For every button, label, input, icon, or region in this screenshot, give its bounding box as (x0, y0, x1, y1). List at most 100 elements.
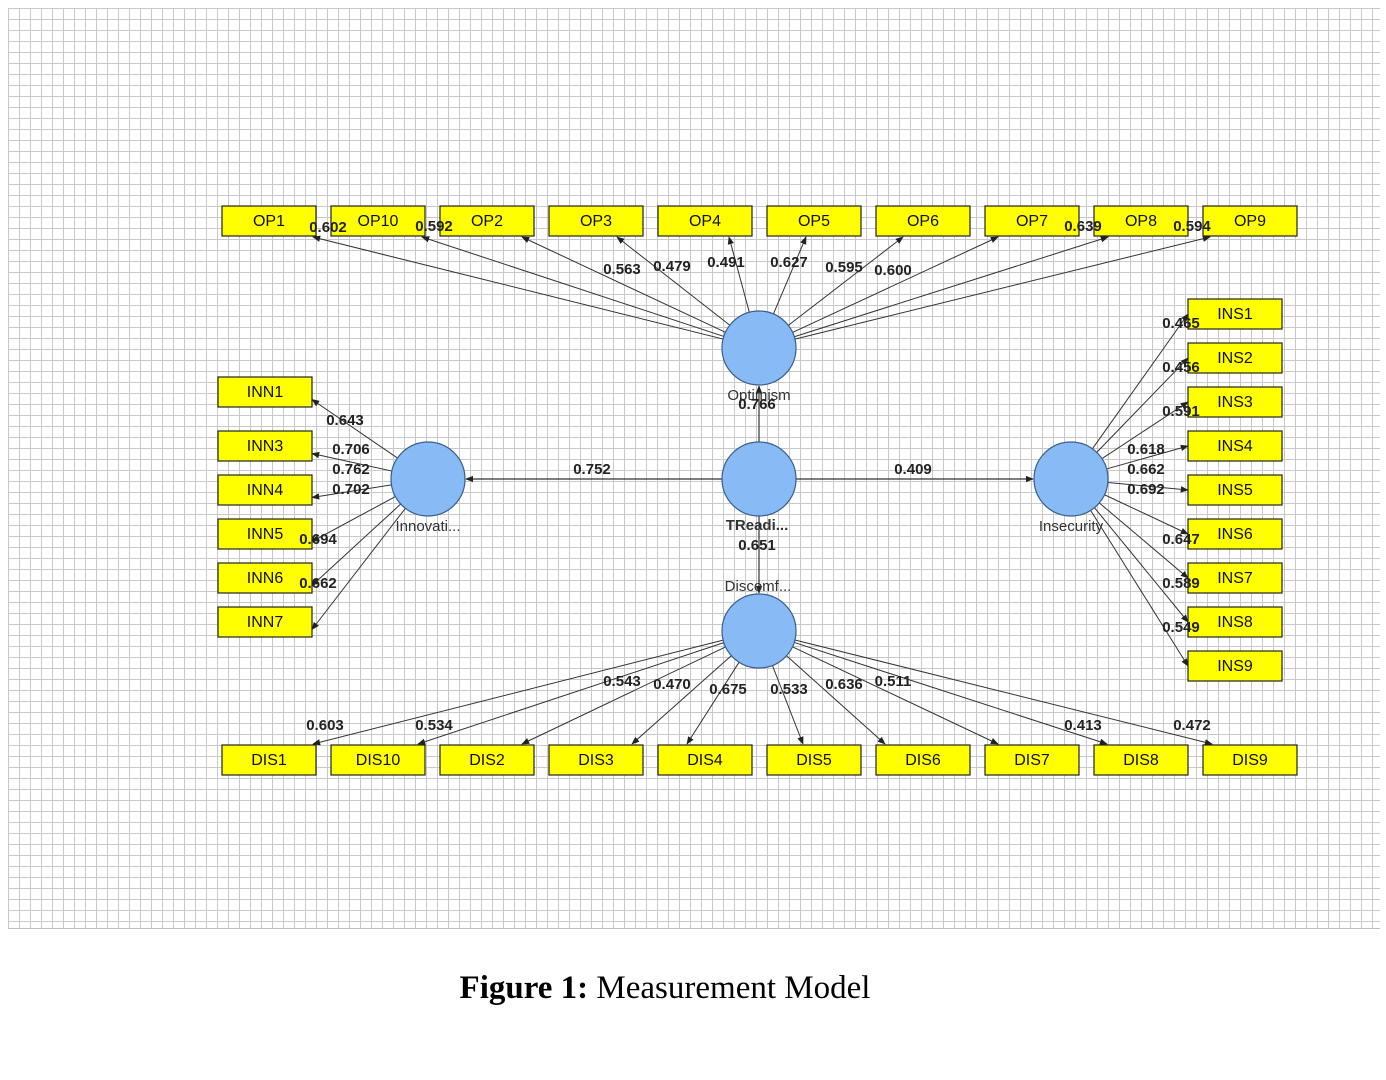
indicator-label-dis1: DIS1 (251, 752, 287, 769)
loading-arrow-op1 (312, 235, 724, 340)
loading-arrow-inn3 (311, 451, 392, 472)
indicator-label-op6: OP6 (907, 213, 939, 230)
loading-arrow-ins8 (1094, 507, 1189, 623)
loading-value-inn1: 0.643 (326, 412, 364, 429)
loading-arrow-ins6 (1104, 494, 1189, 535)
loading-value-ins4: 0.618 (1127, 441, 1165, 458)
indicator-box-ins5 (1187, 474, 1283, 506)
indicator-box-ins8 (1187, 606, 1283, 638)
indicator-box-op6 (875, 205, 971, 237)
loading-arrow-dis8 (794, 641, 1108, 745)
indicator-label-dis3: DIS3 (578, 752, 614, 769)
indicator-box-op8 (1093, 205, 1189, 237)
indicator-label-inn1: INN1 (247, 384, 284, 401)
indicator-box-dis8 (1093, 744, 1189, 776)
indicator-box-inn5 (217, 518, 313, 550)
indicator-label-op9: OP9 (1234, 213, 1266, 230)
loading-arrow-ins1 (1091, 313, 1189, 450)
indicator-label-op4: OP4 (689, 213, 721, 230)
loading-value-ins8: 0.589 (1162, 575, 1200, 592)
indicator-box-inn6 (217, 562, 313, 594)
loading-arrow-dis5 (771, 665, 804, 745)
indicator-box-dis3 (548, 744, 644, 776)
indicator-label-ins3: INS3 (1217, 394, 1253, 411)
loading-value-op9: 0.594 (1173, 218, 1211, 235)
loading-arrow-ins4 (1106, 444, 1189, 470)
loading-value-dis9: 0.472 (1173, 717, 1211, 734)
path-coefficient-discomfort: 0.651 (738, 537, 776, 554)
indicator-label-op1: OP1 (253, 213, 285, 230)
indicator-label-op2: OP2 (471, 213, 503, 230)
loading-value-dis10: 0.534 (415, 717, 453, 734)
indicator-box-op1 (221, 205, 317, 237)
indicator-label-op7: OP7 (1016, 213, 1048, 230)
indicator-label-op3: OP3 (580, 213, 612, 230)
indicator-label-dis8: DIS8 (1123, 752, 1159, 769)
loading-arrow-op10 (421, 236, 725, 337)
indicator-box-dis1 (221, 744, 317, 776)
indicator-box-inn1 (217, 376, 313, 408)
indicator-box-op4 (657, 205, 753, 237)
path-coefficient-innovativeness: 0.752 (573, 461, 611, 478)
indicator-label-ins6: INS6 (1217, 526, 1253, 543)
loading-arrow-op8 (794, 236, 1109, 338)
indicator-label-dis4: DIS4 (687, 752, 723, 769)
loading-value-inn7: 0.662 (299, 575, 337, 592)
loading-value-dis4: 0.675 (709, 681, 747, 698)
loading-arrow-op3 (616, 236, 731, 326)
loading-value-op8: 0.639 (1064, 218, 1102, 235)
construct-label-treadiness: TReadi... (726, 517, 789, 534)
indicator-label-ins1: INS1 (1217, 306, 1253, 323)
loading-value-op2: 0.563 (603, 261, 641, 278)
loading-value-ins2: 0.456 (1162, 359, 1200, 376)
construct-circle-treadiness (721, 441, 797, 517)
loading-value-dis2: 0.543 (603, 673, 641, 690)
indicator-label-dis9: DIS9 (1232, 752, 1268, 769)
loading-value-op4: 0.491 (707, 254, 745, 271)
figure-caption: Figure 1: Measurement Model (0, 970, 1330, 1007)
loading-arrow-dis1 (312, 639, 724, 746)
loading-value-dis1: 0.603 (306, 717, 344, 734)
construct-circle-optimism (721, 310, 797, 386)
construct-circle-insecurity (1033, 441, 1109, 517)
indicator-label-inn7: INN7 (247, 614, 284, 631)
loading-value-inn5: 0.702 (332, 481, 370, 498)
indicator-label-ins4: INS4 (1217, 438, 1253, 455)
indicator-box-dis5 (766, 744, 862, 776)
loading-arrow-inn5 (311, 496, 396, 542)
indicator-label-ins8: INS8 (1217, 614, 1253, 631)
loading-arrow-inn1 (311, 399, 398, 459)
loading-value-dis6: 0.636 (825, 676, 863, 693)
loading-arrow-op6 (787, 236, 904, 326)
loading-arrow-dis3 (631, 655, 732, 745)
loading-value-op7: 0.600 (874, 262, 912, 279)
loading-arrow-op7 (792, 236, 999, 333)
loading-arrow-op4 (727, 236, 750, 313)
construct-circle-discomfort (721, 593, 797, 669)
indicator-box-ins9 (1187, 650, 1283, 682)
loading-arrow-dis2 (521, 646, 726, 745)
indicator-box-inn4 (217, 474, 313, 506)
indicator-label-ins5: INS5 (1217, 482, 1253, 499)
indicator-label-inn6: INN6 (247, 570, 284, 587)
loading-arrow-dis10 (417, 642, 725, 745)
indicator-box-ins3 (1187, 386, 1283, 418)
indicator-box-inn7 (217, 606, 313, 638)
loading-value-ins9: 0.549 (1162, 619, 1200, 636)
indicator-box-op3 (548, 205, 644, 237)
indicator-box-ins4 (1187, 430, 1283, 462)
indicator-box-dis9 (1202, 744, 1298, 776)
indicator-box-ins1 (1187, 298, 1283, 330)
indicator-box-dis2 (439, 744, 535, 776)
indicator-box-op7 (984, 205, 1080, 237)
construct-label-innovativeness: Innovati... (395, 518, 460, 535)
loading-arrow-ins9 (1090, 510, 1189, 667)
loading-value-ins6: 0.692 (1127, 481, 1165, 498)
loading-arrow-inn6 (311, 503, 402, 587)
indicator-label-dis6: DIS6 (905, 752, 941, 769)
indicator-box-op5 (766, 205, 862, 237)
loading-value-dis5: 0.533 (770, 681, 808, 698)
indicator-label-op10: OP10 (358, 213, 399, 230)
path-coefficient-optimism: 0.766 (738, 396, 776, 413)
